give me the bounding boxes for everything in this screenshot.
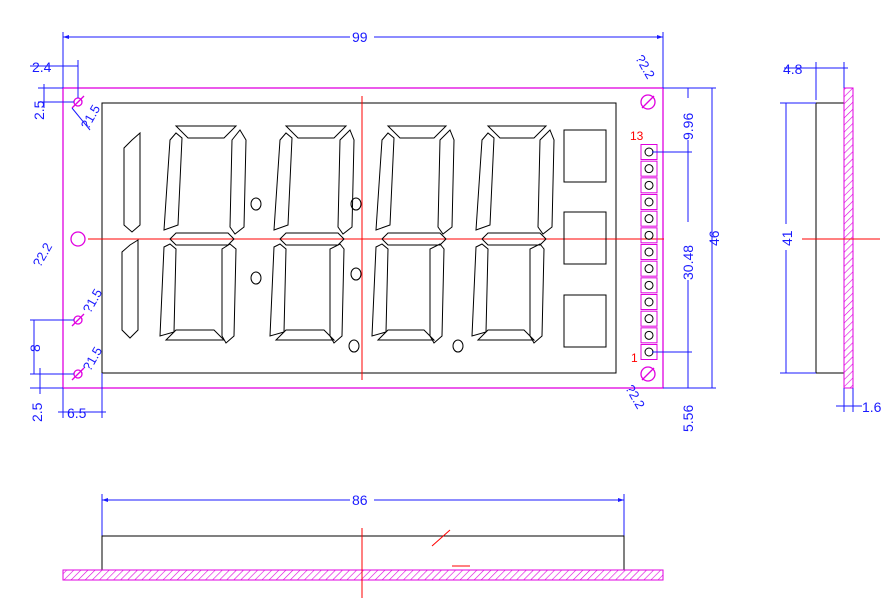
dim-side-depth: 4.8	[783, 61, 803, 77]
pin-pad	[640, 294, 658, 310]
pin-pad	[640, 210, 658, 227]
dot-indicator	[350, 197, 362, 211]
pin-hole	[644, 264, 654, 274]
indicator-square	[563, 129, 607, 183]
digit-4	[471, 125, 555, 344]
pin-hole	[644, 147, 654, 157]
digit-2	[269, 125, 355, 344]
digit-3	[371, 125, 455, 344]
pin-hole	[644, 247, 654, 257]
pin-label-last: 13	[630, 129, 644, 143]
callout-hole-mid-left: ?2.2	[30, 240, 56, 269]
dim-pin-span: 30.48	[680, 245, 696, 280]
digit-one	[121, 131, 141, 339]
pin-hole	[644, 330, 654, 340]
dim-pcb-thickness: 1.6	[862, 399, 882, 415]
bottom-pcb	[62, 569, 664, 581]
pin-pad	[640, 160, 658, 177]
pin-pad	[640, 310, 658, 327]
dim-pin-top: 9.96	[680, 113, 696, 140]
dot-indicator	[452, 339, 464, 353]
dim-hole-x: 2.4	[32, 59, 52, 75]
dim-side-height: 41	[779, 230, 795, 246]
pin-hole	[644, 214, 654, 224]
dim-hole-spacing: 8	[27, 344, 43, 352]
pin-pad	[640, 227, 658, 244]
dim-hole-y: 2.5	[31, 100, 47, 120]
pin-hole	[644, 180, 654, 190]
callout-hole-bottom-left: ?1.5	[80, 344, 106, 373]
pin-hole	[644, 230, 654, 240]
pin-pad	[640, 194, 658, 210]
pin-pad	[640, 277, 658, 294]
bottom-body	[101, 535, 625, 571]
lcd-window	[101, 102, 617, 374]
dot-indicator	[250, 197, 262, 211]
pin-hole	[644, 164, 654, 174]
pin-pad	[640, 177, 658, 194]
dim-left-gap: 6.5	[67, 405, 87, 421]
pcb-outline	[62, 87, 664, 389]
hole-top-right	[640, 94, 656, 110]
dim-overall-height: 46	[706, 230, 722, 246]
pin-hole	[644, 347, 654, 357]
dim-bottom-gap: 2.5	[29, 402, 45, 422]
dim-bottom-width: 86	[352, 492, 368, 508]
indicator-square	[563, 211, 607, 265]
pin-pad	[640, 260, 658, 277]
callout-hole-bottom-right: ?2.2	[622, 382, 648, 411]
pin-hole	[644, 314, 654, 324]
dim-pin-bottom: 5.56	[680, 405, 696, 432]
dot-indicator	[250, 271, 262, 285]
side-body	[815, 102, 845, 374]
side-pcb	[843, 87, 854, 389]
dim-overall-width: 99	[352, 29, 368, 45]
callout-hole-top-left: ?1.5	[78, 102, 104, 131]
dot-indicator	[350, 267, 362, 281]
hole-mid-left	[70, 231, 86, 247]
pin-label-first: 1	[631, 351, 638, 365]
pin-hole	[644, 280, 654, 290]
pin-pad	[640, 327, 658, 344]
pin-hole	[644, 197, 654, 207]
bottom-view: 86	[62, 490, 664, 598]
hole-bottom-right	[640, 366, 656, 382]
callout-hole-low-left: ?1.5	[80, 286, 106, 315]
indicator-square	[563, 294, 607, 348]
front-view: 13 1 99 2.4 2.5 ?1.5 ?2.2 ?2.2 ?1.5 ?1.5…	[27, 28, 722, 432]
callout-hole-top-right: ?2.2	[632, 52, 658, 81]
pin-row	[640, 144, 658, 360]
dot-indicator	[348, 339, 360, 353]
pin-hole	[644, 297, 654, 307]
pin-pad	[640, 244, 658, 260]
side-view: 4.8 41 1.6	[778, 61, 882, 415]
digit-1	[159, 125, 247, 344]
